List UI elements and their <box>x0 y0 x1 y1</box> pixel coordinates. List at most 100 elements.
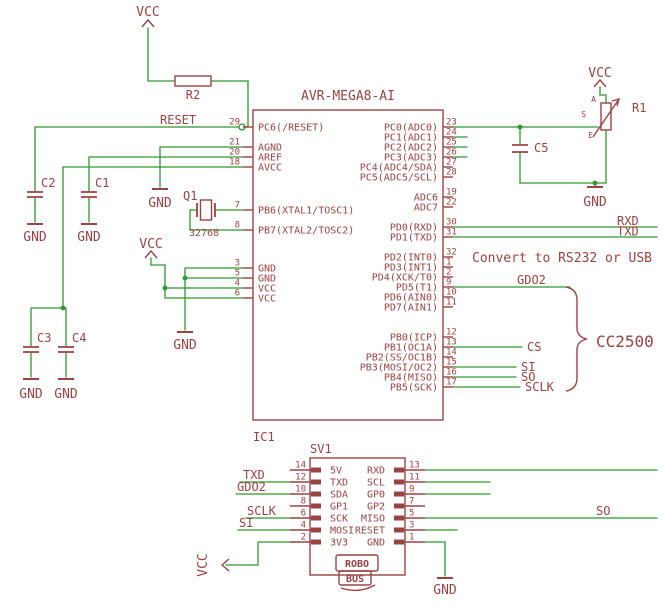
robobus-logo-text-bottom: BUS <box>346 574 364 585</box>
pin-number: 5 <box>409 509 414 519</box>
cc2500-brace <box>565 286 588 392</box>
pin-number: 1 <box>446 258 451 268</box>
pin-name: PB5(SCK) <box>390 383 438 394</box>
ic-right-pins: PC0(ADC0)23PC1(ADC1)24PC2(ADC2)25PC3(ADC… <box>360 118 457 394</box>
gnd-label-icpins: GND <box>173 338 197 353</box>
capacitor-plates <box>23 144 528 353</box>
pin-number: 21 <box>229 138 240 148</box>
pin-name: PD2(INT0) <box>384 253 438 264</box>
net-label-sclk-bottom: SCLK <box>247 504 277 518</box>
pin-number: 19 <box>446 188 457 198</box>
pin-number: 14 <box>446 348 457 358</box>
pin-number: 11 <box>446 298 457 308</box>
pin-name: ADC7 <box>414 203 438 214</box>
pin-number: 9 <box>446 278 451 288</box>
pin-name: GP0 <box>367 490 385 501</box>
wire-reset-net <box>34 27 249 223</box>
trimmer-r1-body <box>600 102 612 131</box>
pin-name: 5V <box>330 466 342 477</box>
pin-pad <box>394 503 404 509</box>
crystal-q1 <box>196 199 216 221</box>
wire-power-pins <box>150 257 244 331</box>
r1-pin-a: A <box>591 95 596 104</box>
pin-number: 10 <box>446 288 457 298</box>
net-label-so: SO <box>521 370 535 384</box>
pin-number: 24 <box>446 128 457 138</box>
ic-body <box>252 109 444 421</box>
wires <box>30 27 658 577</box>
pin-name: MISO <box>361 514 385 525</box>
pin-number: 27 <box>446 158 457 168</box>
trimmer-r1 <box>592 97 621 138</box>
q1-refdes: Q1 <box>183 189 197 203</box>
pin-name: PC4(ADC4/SDA) <box>360 163 438 174</box>
trimmer-r1-wiper-arrow <box>592 97 621 138</box>
pin-number: 11 <box>409 473 420 483</box>
pin-name: PC6(/RESET) <box>258 123 324 134</box>
pin-pad <box>311 527 321 533</box>
annotation-convert: Convert to RS232 or USB <box>472 251 652 266</box>
crystal-plates <box>196 203 216 217</box>
r2-refdes: R2 <box>186 88 200 102</box>
pin-number: 29 <box>229 118 240 128</box>
pin-number: 12 <box>295 473 306 483</box>
pin-pad <box>394 479 404 485</box>
junction-dot <box>592 180 598 186</box>
gnd-label-r1: GND <box>583 195 607 210</box>
pin-name: RESET <box>355 526 385 537</box>
pin-name: PC1(ADC1) <box>384 133 438 144</box>
pin-name: GND <box>258 264 276 275</box>
r1-pin-e: E <box>588 131 593 140</box>
junction-dot <box>60 305 66 311</box>
pin-name: PB7(XTAL2/TOSC2) <box>258 226 354 237</box>
c1-refdes: C1 <box>95 176 109 190</box>
ic-refdes: IC1 <box>253 430 275 444</box>
pin-number: 3 <box>235 259 240 269</box>
junction-dots <box>60 124 598 311</box>
pin-pad <box>394 467 404 473</box>
pin-name: ADC6 <box>414 193 438 204</box>
resistor-r2-body <box>174 75 212 87</box>
net-label-txd: TXD <box>617 225 639 239</box>
pin-number: 8 <box>301 497 306 507</box>
wire-spi-and-stubs <box>452 136 571 388</box>
pin-name: PB1(OC1A) <box>384 343 438 354</box>
robobus-logo-box-bottom <box>338 570 372 586</box>
pin-number: 2 <box>446 268 451 278</box>
pin-number: 14 <box>295 461 306 471</box>
pin-number: 9 <box>409 485 414 495</box>
wire-analog-nets <box>30 146 244 378</box>
pin-name: PB2(SS/OC1B) <box>366 353 438 364</box>
pin-number: 7 <box>235 201 240 211</box>
net-label-sclk: SCLK <box>525 380 555 394</box>
pin-name: GP1 <box>330 502 348 513</box>
wire-adc0-trimmer <box>452 86 607 187</box>
pin-name: RXD <box>367 466 385 477</box>
pin-name: VCC <box>258 294 276 305</box>
gnd-label-c3: GND <box>19 387 43 402</box>
gnd-label-c2: GND <box>23 230 47 245</box>
pin-name: PB0(ICP) <box>390 333 438 344</box>
net-label-gdo2: GDO2 <box>517 273 546 287</box>
pin-number: 28 <box>446 168 457 178</box>
sv1-refdes: SV1 <box>310 442 332 456</box>
pin-number: 6 <box>301 509 306 519</box>
net-label-si: SI <box>521 360 535 374</box>
pin-name: PD0(RXD) <box>390 223 438 234</box>
pin-number: 5 <box>235 269 240 279</box>
pin-number: 16 <box>446 368 457 378</box>
vcc-label-top: VCC <box>136 5 159 20</box>
net-label-txd-bottom: TXD <box>243 468 265 482</box>
vcc-label-right: VCC <box>588 66 611 81</box>
net-label-gdo2-bottom: GDO2 <box>237 480 266 494</box>
pin-number: 32 <box>446 248 457 258</box>
pin-name: PB6(XTAL1/TOSC1) <box>258 206 354 217</box>
pin-number: 13 <box>409 461 420 471</box>
wire-sv1-left <box>225 481 291 566</box>
net-label-si-bottom: SI <box>239 516 253 530</box>
pin-number: 23 <box>446 118 457 128</box>
pin-pad <box>311 515 321 521</box>
pin-number: 1 <box>409 533 414 543</box>
